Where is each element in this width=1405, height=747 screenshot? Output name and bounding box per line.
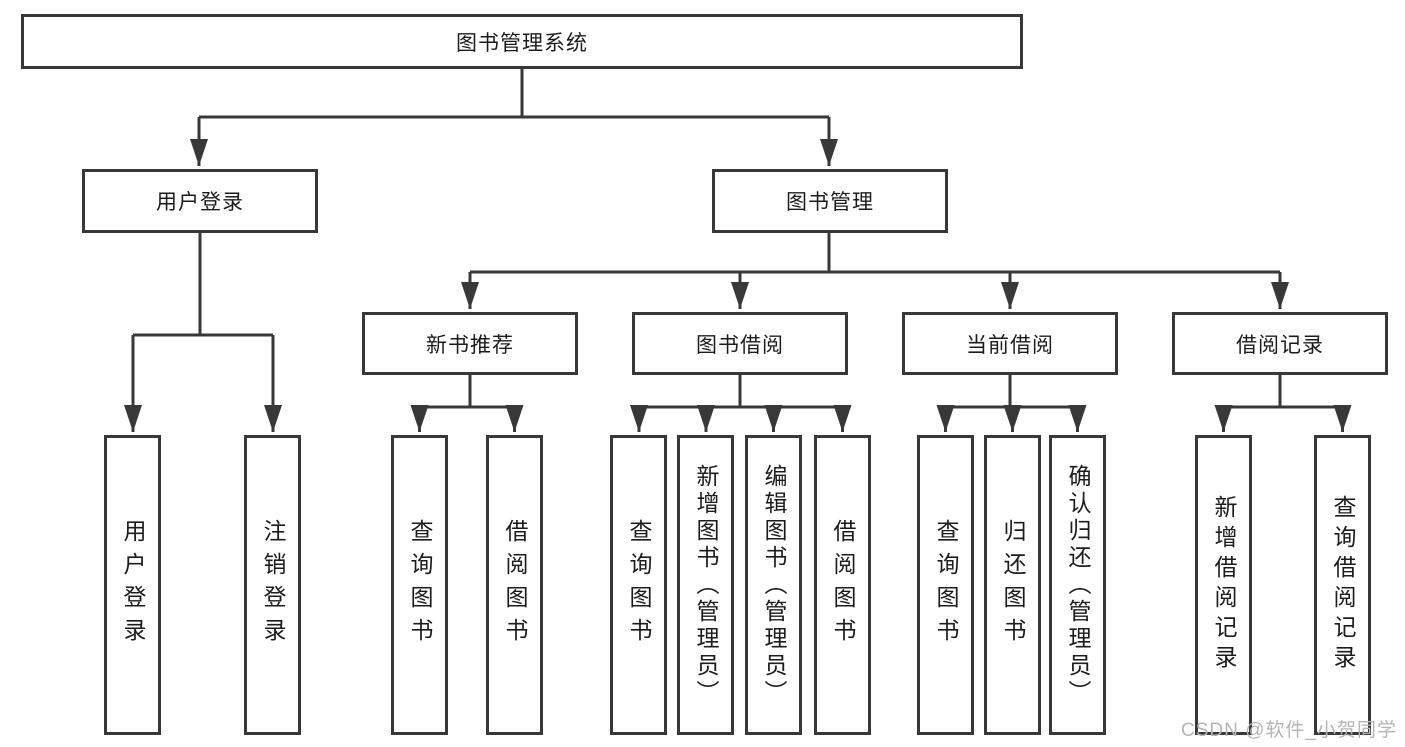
leaf-borrow-books-borrow: 借阅图书 (814, 435, 871, 735)
node-user-login: 用户登录 (82, 169, 318, 233)
leaf-user-login: 用户登录 (104, 435, 161, 735)
leaf-query-borrow-record: 查询借阅记录 (1314, 435, 1371, 735)
csdn-watermark: CSDN @软件_小贺同学 (1181, 720, 1397, 741)
node-root: 图书管理系统 (21, 14, 1023, 69)
leaf-add-book-admin-label: 新增图书（管理员） (693, 463, 719, 707)
leaf-confirm-return-admin: 确认归还（管理员） (1049, 435, 1106, 735)
leaf-borrow-books-newbook: 借阅图书 (486, 435, 543, 735)
leaf-query-borrow-record-label: 查询借阅记录 (1330, 495, 1356, 675)
leaf-query-books-borrow-label: 查询图书 (626, 519, 652, 651)
node-new-book-recommend-label: 新书推荐 (426, 333, 514, 357)
leaf-add-borrow-record: 新增借阅记录 (1195, 435, 1252, 735)
connector-path (133, 68, 1343, 409)
node-root-label: 图书管理系统 (456, 31, 588, 55)
node-book-borrowing: 图书借阅 (632, 312, 848, 375)
leaf-edit-book-admin: 编辑图书（管理员） (745, 435, 802, 735)
node-book-management-label: 图书管理 (786, 191, 874, 214)
leaf-return-books-label: 归还图书 (1000, 519, 1026, 651)
leaf-borrow-books-newbook-label: 借阅图书 (502, 519, 528, 651)
node-current-borrowing-label: 当前借阅 (966, 333, 1054, 357)
node-current-borrowing: 当前借阅 (902, 312, 1118, 375)
leaf-query-books-current-label: 查询图书 (933, 519, 959, 651)
leaf-logout: 注销登录 (244, 435, 301, 735)
leaf-add-book-admin: 新增图书（管理员） (677, 435, 734, 735)
leaf-user-login-label: 用户登录 (120, 519, 146, 651)
node-user-login-label: 用户登录 (156, 191, 244, 214)
leaf-confirm-return-admin-label: 确认归还（管理员） (1065, 463, 1091, 707)
leaf-query-books-current: 查询图书 (917, 435, 974, 735)
leaf-return-books: 归还图书 (984, 435, 1041, 735)
leaf-borrow-books-borrow-label: 借阅图书 (830, 519, 856, 651)
node-book-management: 图书管理 (712, 169, 948, 233)
leaf-edit-book-admin-label: 编辑图书（管理员） (761, 463, 787, 707)
node-new-book-recommend: 新书推荐 (362, 312, 578, 375)
leaf-query-books-borrow: 查询图书 (610, 435, 667, 735)
leaf-query-books-newbook-label: 查询图书 (407, 519, 433, 651)
node-borrowing-records-label: 借阅记录 (1236, 333, 1324, 357)
leaf-logout-label: 注销登录 (260, 519, 286, 651)
node-book-borrowing-label: 图书借阅 (696, 333, 784, 357)
node-borrowing-records: 借阅记录 (1172, 312, 1388, 375)
leaf-add-borrow-record-label: 新增借阅记录 (1211, 495, 1237, 675)
leaf-query-books-newbook: 查询图书 (391, 435, 448, 735)
